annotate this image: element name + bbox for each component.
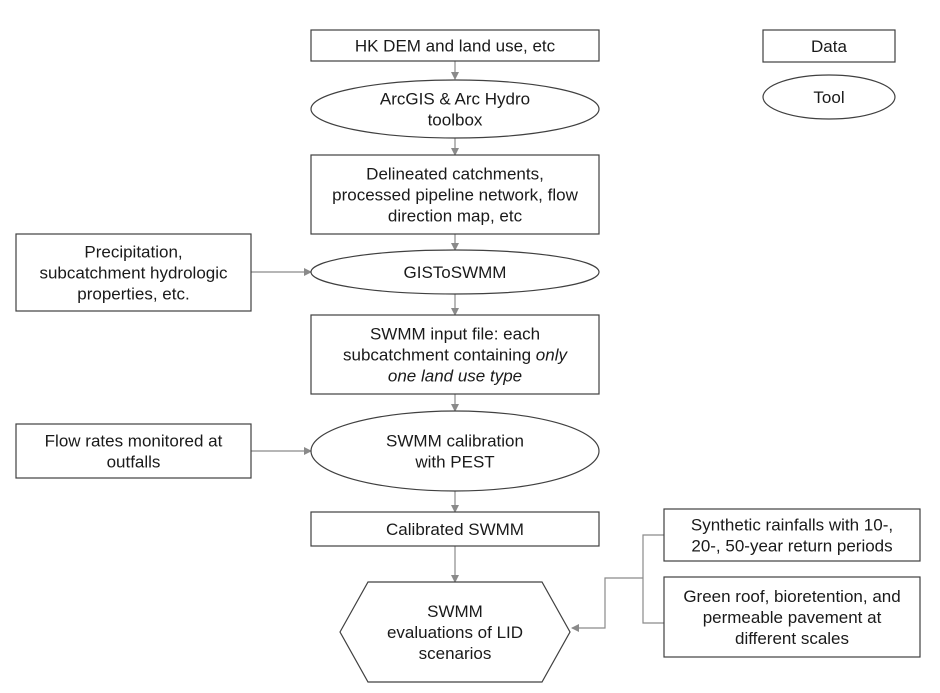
node-flow-rates-line: Flow rates monitored at [45,431,223,450]
node-swmm-input-file-shape [310,314,600,395]
node-green-roof-lid-shape [663,576,921,658]
legend-data: Data [762,29,896,63]
node-swmm-evaluations: SWMM evaluations of LID scenarios [339,581,571,683]
node-swmm-calibration-line: with PEST [414,452,494,471]
node-swmm-calibration-shape [310,410,600,492]
node-delineated-catchments: Delineated catchments, processed pipeline… [310,154,600,235]
node-flow-rates-shape [15,423,252,479]
node-calibrated-swmm-shape [310,511,600,547]
node-swmm-input-file: SWMM input file: each subcatchment contai… [310,314,600,395]
node-arcgis-toolbox: ArcGIS & Arc Hydro toolbox [310,79,600,139]
node-green-roof-lid-line: different scales [735,629,849,648]
node-synthetic-rainfalls: Synthetic rainfalls with 10-, 20-, 50-yea… [663,508,921,562]
connectors [251,61,664,632]
node-swmm-evaluations-line: evaluations of LID [387,623,523,642]
node-gistoswmm-line: GISToSWMM [404,263,507,282]
node-arcgis-toolbox-line: toolbox [428,110,483,129]
node-delineated-catchments-line: direction map, etc [388,206,523,225]
node-arcgis-toolbox-shape [310,79,600,139]
node-precipitation: Precipitation, subcatchment hydrologic pro… [15,233,252,312]
node-precipitation-line: properties, etc. [77,284,189,303]
node-arcgis-toolbox-line: ArcGIS & Arc Hydro [380,89,530,108]
node-hk-dem-land-use-shape [310,29,600,62]
node-precipitation-line: Precipitation, [84,242,182,261]
node-green-roof-lid: Green roof, bioretention, and permeable p… [663,576,921,658]
node-delineated-catchments-shape [310,154,600,235]
node-calibrated-swmm: Calibrated SWMM [310,511,600,547]
legend-data-shape [762,29,896,63]
node-synthetic-rainfalls-line: Synthetic rainfalls with 10-, [691,515,893,534]
node-swmm-evaluations-line: SWMM [427,602,483,621]
arrow-lid-inputs-to-evaluations [642,534,664,624]
node-synthetic-rainfalls-shape [663,508,921,562]
node-calibrated-swmm-line: Calibrated SWMM [386,520,524,539]
node-swmm-calibration-line: SWMM calibration [386,431,524,450]
node-synthetic-rainfalls-line: 20-, 50-year return periods [691,536,892,555]
node-flow-rates: Flow rates monitored at outfalls [15,423,252,479]
node-hk-dem-land-use-line: HK DEM and land use, etc [355,36,556,55]
node-swmm-input-file-line: SWMM input file: each [370,324,540,343]
node-precipitation-line: subcatchment hydrologic [39,263,228,282]
legend-tool: Tool [762,74,896,120]
node-swmm-evaluations-shape [339,581,571,683]
node-hk-dem-land-use: HK DEM and land use, etc [310,29,600,62]
legend-tool-shape [762,74,896,120]
node-swmm-input-file-line: subcatchment containing only [343,345,568,364]
node-swmm-input-file-line: one land use type [388,366,522,385]
legend-data-line: Data [811,37,847,56]
arrow-lid-bracket-to-evaluations [571,577,643,632]
node-precipitation-shape [15,233,252,312]
node-gistoswmm-shape [310,249,600,295]
node-delineated-catchments-line: processed pipeline network, flow [332,185,578,204]
node-gistoswmm: GISToSWMM [310,249,600,295]
node-delineated-catchments-line: Delineated catchments, [366,164,544,183]
node-swmm-calibration: SWMM calibration with PEST [310,410,600,492]
node-swmm-evaluations-line: scenarios [419,644,492,663]
legend-tool-line: Tool [813,88,844,107]
node-green-roof-lid-line: Green roof, bioretention, and [683,587,900,606]
node-green-roof-lid-line: permeable pavement at [703,608,882,627]
node-flow-rates-line: outfalls [107,452,161,471]
